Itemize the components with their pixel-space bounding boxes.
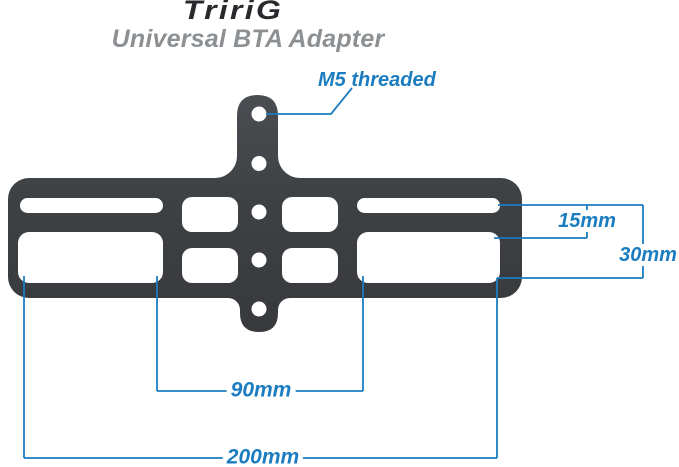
product-title: Universal BTA Adapter [111,25,385,53]
slot-thin-left [20,198,163,213]
slot-thin-right [357,198,500,213]
dim-label-200mm: 200mm [222,445,304,467]
m5-threaded-label: M5 threaded [318,69,436,91]
mounting-hole-3 [251,204,267,220]
slot-wide-left [18,232,163,283]
plate-cutouts [18,106,500,317]
bottom-tab-fillet-left [228,298,240,310]
mounting-hole-2 [251,156,267,171]
mounting-hole-5 [251,301,267,317]
top-tab [237,95,278,180]
dim-label-90mm: 90mm [226,378,296,402]
top-tab-fillet-left [215,156,237,178]
m5-leader-line [266,87,353,115]
dim-label-15mm: 15mm [554,210,620,232]
cutout-top-right [282,197,338,232]
mounting-hole-1 [251,106,267,122]
top-tab-fillet-right [278,156,300,178]
cutout-bottom-left [182,248,238,283]
dim-label-30mm: 30mm [615,244,679,266]
brand-logo: TririG [182,0,284,25]
mounting-hole-4 [251,252,267,268]
slot-wide-right [357,232,500,283]
cutout-top-left [182,197,238,232]
cutout-bottom-right [282,248,338,283]
bottom-tab-fillet-right [278,298,290,310]
